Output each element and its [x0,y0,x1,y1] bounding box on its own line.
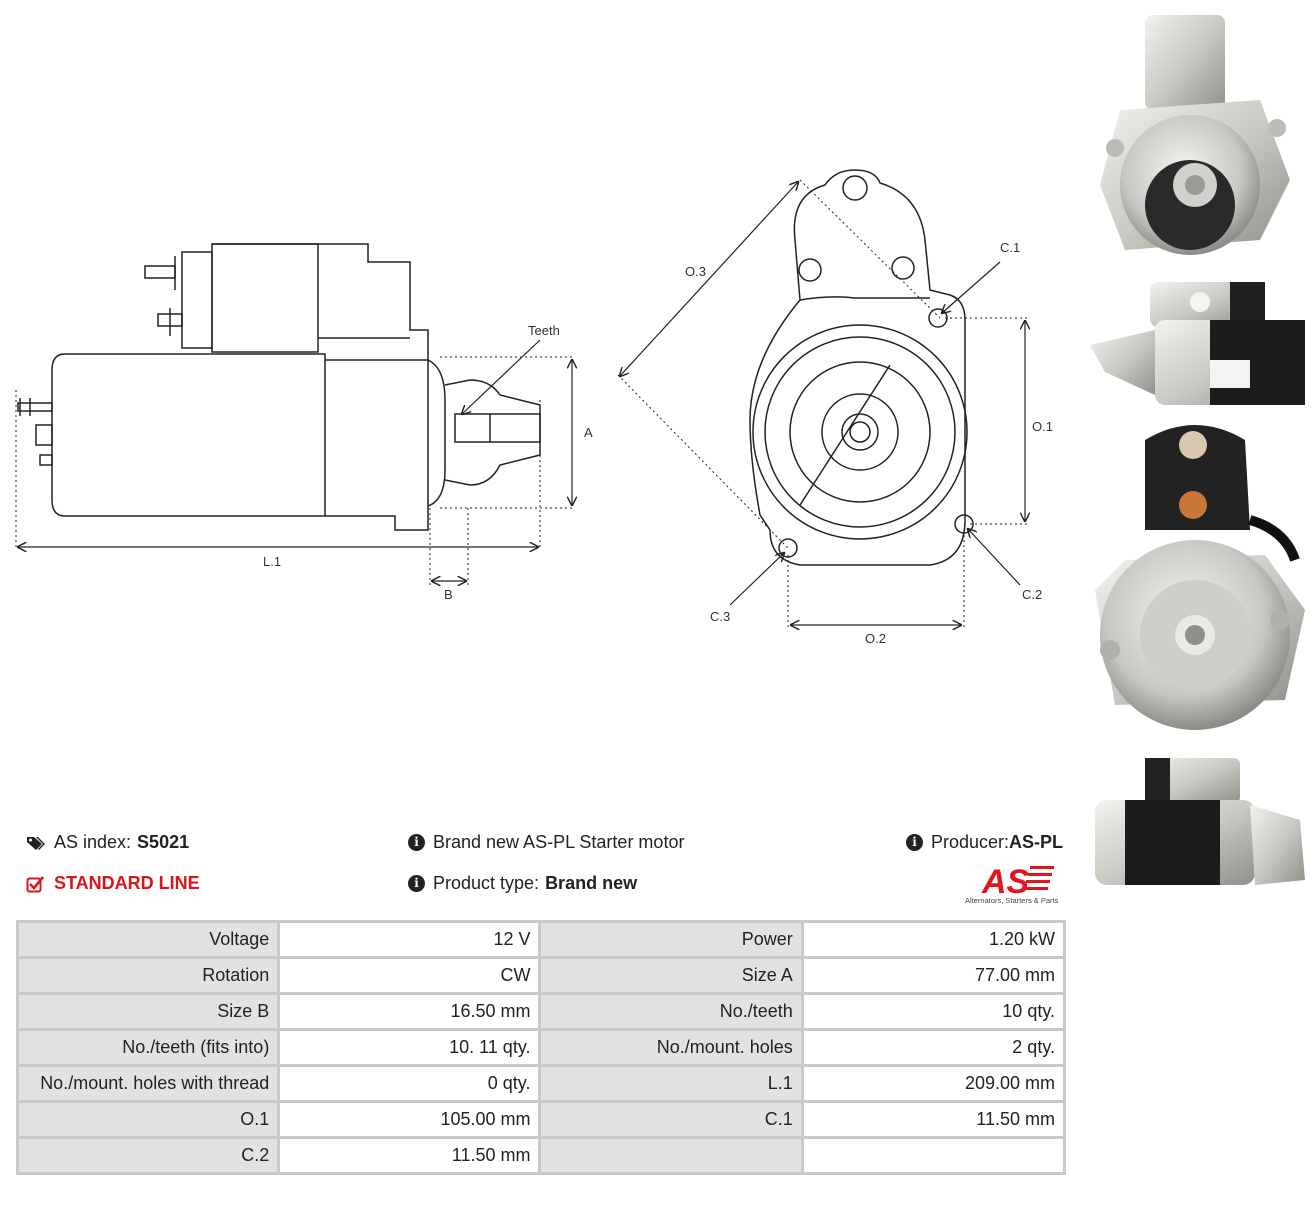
spec-value [800,1136,1067,1175]
producer-value: AS-PL [1009,832,1064,852]
spec-value: 12 V [277,920,542,959]
photo-side [1090,282,1305,405]
spec-label: Voltage [15,920,281,959]
label-a: A [584,425,593,440]
brand-text: Brand new AS-PL Starter motor [433,832,685,852]
label-o3: O.3 [685,264,706,279]
photo-front-top [1100,15,1290,255]
spec-label: No./mount. holes with thread [15,1064,281,1103]
label-l1: L.1 [263,554,281,569]
brand-row: i Brand new AS-PL Starter motor [408,832,684,853]
label-o1: O.1 [1032,419,1053,434]
info-icon: i [408,875,425,892]
label-c1: C.1 [1000,240,1020,255]
producer-row: i Producer: AS-PL [906,832,1063,853]
producer-label: Producer: [931,832,1010,852]
label-c3: C.3 [710,609,730,624]
label-b: B [444,587,453,602]
side-dimension-lines [15,356,575,585]
spec-label: Size B [15,992,281,1031]
photo-rear [1095,425,1305,730]
product-photos [1085,0,1316,900]
svg-text:AS: AS [981,863,1030,896]
spec-value: 209.00 mm [800,1064,1067,1103]
label-teeth: Teeth [528,323,560,338]
spec-label: C.2 [15,1136,281,1175]
spec-value: 16.50 mm [277,992,542,1031]
side-arrows [18,339,572,581]
spec-value: CW [277,956,542,995]
photo-side-2 [1095,758,1305,885]
spec-value: 11.50 mm [277,1136,542,1175]
spec-label: O.1 [15,1100,281,1139]
label-o2: O.2 [865,631,886,646]
table-row: No./teeth (fits into)10. 11 qty.No./moun… [15,1028,1067,1067]
spec-label: L.1 [538,1064,804,1103]
spec-label [538,1136,804,1175]
spec-label: No./teeth [538,992,804,1031]
as-logo-mark: AS [981,863,1054,901]
info-icon: i [906,834,923,851]
spec-value: 105.00 mm [277,1100,542,1139]
as-index-label: AS index: [54,832,132,852]
side-view [17,243,541,531]
spec-label: No./teeth (fits into) [15,1028,281,1067]
spec-value: 0 qty. [277,1064,542,1103]
technical-drawing: Teeth A L.1 B O.3 C.1 O.1 C.2 [15,169,1053,646]
spec-value: 11.50 mm [800,1100,1067,1139]
label-c2: C.2 [1022,587,1042,602]
spec-label: C.1 [538,1100,804,1139]
front-dimension-lines [617,179,1030,630]
spec-value: 2 qty. [800,1028,1067,1067]
front-view [749,169,974,566]
spec-label: Size A [538,956,804,995]
product-type-row: i Product type: Brand new [408,873,637,894]
as-pl-logo: AS Alternators, Starters & Parts [962,860,1072,910]
standard-line-row: STANDARD LINE [26,873,200,894]
as-index-row: AS index: S5021 [26,832,189,853]
product-type-label: Product type: [433,873,540,893]
tags-icon [27,836,45,850]
spec-label: Power [538,920,804,959]
standard-line-label: STANDARD LINE [54,873,200,893]
spec-value: 1.20 kW [800,920,1067,959]
spec-value: 10. 11 qty. [277,1028,542,1067]
logo-tagline: Alternators, Starters & Parts [965,896,1059,905]
as-index-value: S5021 [137,832,190,852]
spec-label: No./mount. holes [538,1028,804,1067]
spec-value: 10 qty. [800,992,1067,1031]
spec-value: 77.00 mm [800,956,1067,995]
checkbox-checked-icon [26,875,44,892]
front-arrows [620,182,1025,625]
info-icon: i [408,834,425,851]
product-type-value: Brand new [545,873,638,893]
spec-label: Rotation [15,956,281,995]
